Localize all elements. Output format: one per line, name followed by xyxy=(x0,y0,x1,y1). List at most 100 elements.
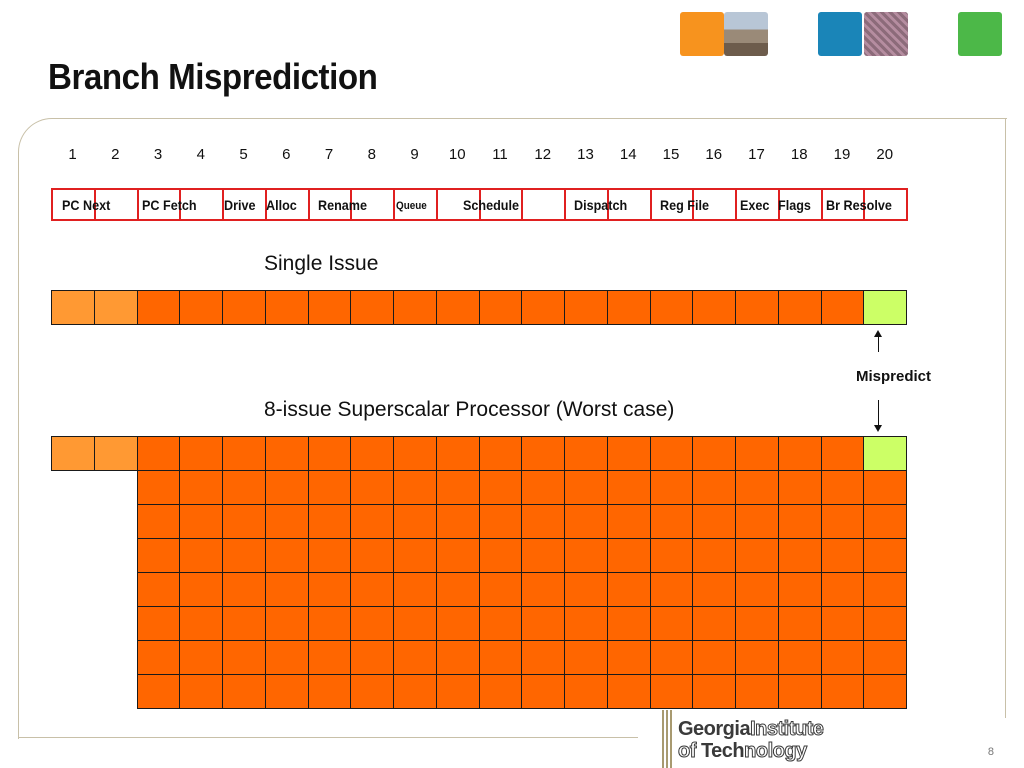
stage-box xyxy=(564,188,609,221)
superscalar-cell xyxy=(264,504,309,539)
orange-tile-icon xyxy=(680,12,724,56)
superscalar-cell xyxy=(735,640,779,675)
superscalar-cell xyxy=(606,538,651,573)
stage-number-16: 16 xyxy=(705,146,723,163)
single-issue-cell xyxy=(136,290,181,325)
superscalar-cell xyxy=(307,504,352,539)
superscalar-cell xyxy=(735,572,779,607)
superscalar-cell xyxy=(350,470,394,505)
stage-number-8: 8 xyxy=(367,146,376,163)
superscalar-cell xyxy=(863,504,907,539)
superscalar-cell xyxy=(435,640,480,675)
superscalar-cell xyxy=(564,538,608,573)
blue-tile-icon xyxy=(818,12,862,56)
superscalar-cell xyxy=(521,674,565,709)
superscalar-cell xyxy=(179,606,223,641)
superscalar-cell xyxy=(435,606,480,641)
superscalar-cell xyxy=(435,470,480,505)
superscalar-cell xyxy=(606,674,651,709)
superscalar-cell xyxy=(478,538,523,573)
stage-number-4: 4 xyxy=(196,146,205,163)
superscalar-cell xyxy=(393,572,437,607)
superscalar-cell xyxy=(777,606,822,641)
superscalar-cell xyxy=(307,606,352,641)
tech-tower-icon xyxy=(662,710,672,768)
superscalar-cell xyxy=(521,572,565,607)
superscalar-cell xyxy=(350,436,394,471)
superscalar-cell xyxy=(307,674,352,709)
stage-number-1: 1 xyxy=(68,146,77,163)
single-issue-cell xyxy=(478,290,523,325)
stage-number-19: 19 xyxy=(833,146,851,163)
superscalar-cell xyxy=(564,674,608,709)
content-frame xyxy=(18,118,1007,739)
stage-box xyxy=(692,188,737,221)
stage-box xyxy=(435,188,481,221)
superscalar-cell xyxy=(820,436,865,471)
superscalar-cell xyxy=(692,572,736,607)
stage-number-2: 2 xyxy=(111,146,120,163)
superscalar-cell xyxy=(863,470,907,505)
stage-box xyxy=(735,188,780,221)
superscalar-cell xyxy=(777,572,822,607)
superscalar-cell xyxy=(521,640,565,675)
mispredict-up-arrow xyxy=(878,336,879,352)
single-issue-cell xyxy=(307,290,352,325)
superscalar-cell xyxy=(777,504,822,539)
stage-box xyxy=(777,188,823,221)
stage-box xyxy=(350,188,395,221)
superscalar-cell xyxy=(179,470,223,505)
stage-label: Exec xyxy=(740,197,770,213)
superscalar-cell xyxy=(350,606,394,641)
superscalar-cell xyxy=(179,674,223,709)
stage-number-7: 7 xyxy=(324,146,334,163)
superscalar-cell xyxy=(606,470,651,505)
superscalar-cell xyxy=(649,436,694,471)
stage-number-20: 20 xyxy=(876,146,894,163)
superscalar-cell xyxy=(863,606,907,641)
superscalar-cell xyxy=(264,436,309,471)
superscalar-cell xyxy=(606,572,651,607)
single-issue-cell xyxy=(649,290,694,325)
green-tile-icon xyxy=(958,12,1002,56)
superscalar-cell xyxy=(820,470,865,505)
content-frame-bottom-edge xyxy=(18,737,638,738)
superscalar-cell xyxy=(179,572,223,607)
circuit-photo-icon xyxy=(864,12,908,56)
superscalar-cell xyxy=(820,674,865,709)
superscalar-cell xyxy=(435,572,480,607)
stage-box xyxy=(521,188,566,221)
superscalar-cell xyxy=(179,640,223,675)
superscalar-cell xyxy=(350,504,394,539)
superscalar-cell xyxy=(478,436,523,471)
single-issue-cell xyxy=(735,290,779,325)
single-issue-cell xyxy=(521,290,565,325)
superscalar-cell xyxy=(521,470,565,505)
superscalar-cell xyxy=(692,640,736,675)
superscalar-cell xyxy=(692,538,736,573)
superscalar-cell xyxy=(863,436,907,471)
single-issue-cell xyxy=(393,290,437,325)
superscalar-cell xyxy=(435,538,480,573)
single-issue-title: Single Issue xyxy=(264,252,379,275)
superscalar-cell xyxy=(393,674,437,709)
superscalar-cell xyxy=(264,470,309,505)
superscalar-cell xyxy=(478,504,523,539)
superscalar-cell xyxy=(735,436,779,471)
stage-number-6: 6 xyxy=(282,146,291,163)
superscalar-cell xyxy=(478,640,523,675)
superscalar-cell xyxy=(435,504,480,539)
superscalar-cell xyxy=(393,470,437,505)
superscalar-cell xyxy=(136,606,181,641)
stage-number-12: 12 xyxy=(534,146,552,163)
stage-number-18: 18 xyxy=(790,146,808,163)
stage-number-14: 14 xyxy=(619,146,637,163)
single-issue-cell xyxy=(564,290,608,325)
superscalar-cell xyxy=(222,674,266,709)
single-issue-cell xyxy=(179,290,223,325)
superscalar-cell xyxy=(564,640,608,675)
stage-number-9: 9 xyxy=(410,146,419,163)
logo-tech: Tech xyxy=(700,740,745,762)
single-issue-cell xyxy=(264,290,309,325)
superscalar-title: 8-issue Superscalar Processor (Worst cas… xyxy=(264,398,675,421)
